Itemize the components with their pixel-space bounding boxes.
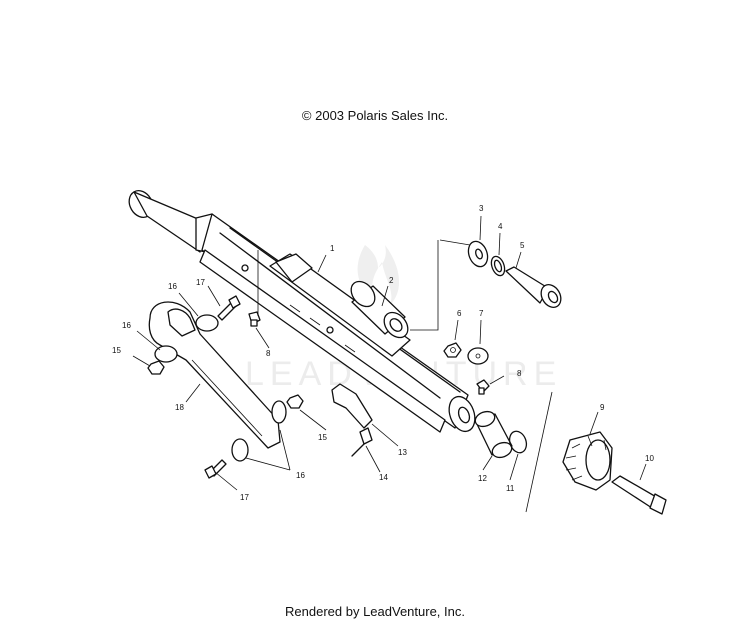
part-8-fitting-left — [248, 311, 261, 327]
swing-arm — [128, 190, 476, 433]
callout-8-right: 8 — [517, 369, 522, 378]
callout-14: 14 — [379, 473, 388, 482]
part-7-washer — [467, 347, 489, 365]
callout-17-bottom: 17 — [240, 493, 249, 502]
part-12-bushing — [474, 410, 513, 459]
callout-5: 5 — [520, 241, 525, 250]
callout-16-top: 16 — [168, 282, 177, 291]
callout-16-bottom: 16 — [296, 471, 305, 480]
callout-8-left: 8 — [266, 349, 271, 358]
callout-4: 4 — [498, 222, 503, 231]
callout-2: 2 — [389, 276, 394, 285]
part-2-bushing — [350, 280, 409, 339]
callout-12: 12 — [478, 474, 487, 483]
part-17-bolt-bottom — [204, 459, 227, 479]
callout-10: 10 — [645, 454, 654, 463]
copyright-notice: © 2003 Polaris Sales Inc. — [301, 108, 449, 123]
callout-15-left: 15 — [112, 346, 121, 355]
part-3-washer — [467, 240, 489, 268]
part-15-nut-right — [286, 394, 304, 409]
part-11-snap-ring — [508, 430, 528, 454]
callout-17-top: 17 — [196, 278, 205, 287]
callout-16-left: 16 — [122, 321, 131, 330]
part-9-hub — [562, 431, 613, 491]
callout-1: 1 — [330, 244, 335, 253]
part-6-nut — [443, 342, 462, 358]
part-8-fitting-right — [476, 379, 490, 395]
footer-credit: Rendered by LeadVenture, Inc. — [285, 604, 465, 619]
callout-3: 3 — [479, 204, 484, 213]
part-18-link — [148, 301, 281, 449]
callout-18: 18 — [175, 403, 184, 412]
part-16-washer-lower — [271, 400, 287, 424]
leader-lines — [132, 215, 647, 513]
callout-7: 7 — [479, 309, 484, 318]
callout-15-right: 15 — [318, 433, 327, 442]
callout-9: 9 — [600, 403, 605, 412]
part-5-pin — [505, 266, 562, 308]
part-15-nut-left — [147, 360, 165, 375]
part-17-bolt-top — [217, 295, 241, 321]
part-16-washer-bottom — [231, 438, 249, 462]
part-16-washer-mid — [154, 345, 178, 363]
part-10-bolt — [611, 475, 667, 515]
callout-13: 13 — [398, 448, 407, 457]
part-16-washer-top — [195, 314, 219, 332]
part-4-ring — [490, 255, 506, 277]
callout-labels: 1 2 3 4 5 6 7 8 8 9 10 11 12 13 14 15 15… — [112, 204, 654, 502]
callout-6: 6 — [457, 309, 462, 318]
part-13-bracket — [331, 383, 373, 429]
callout-11: 11 — [506, 484, 515, 493]
part-14-rivet — [351, 427, 373, 457]
